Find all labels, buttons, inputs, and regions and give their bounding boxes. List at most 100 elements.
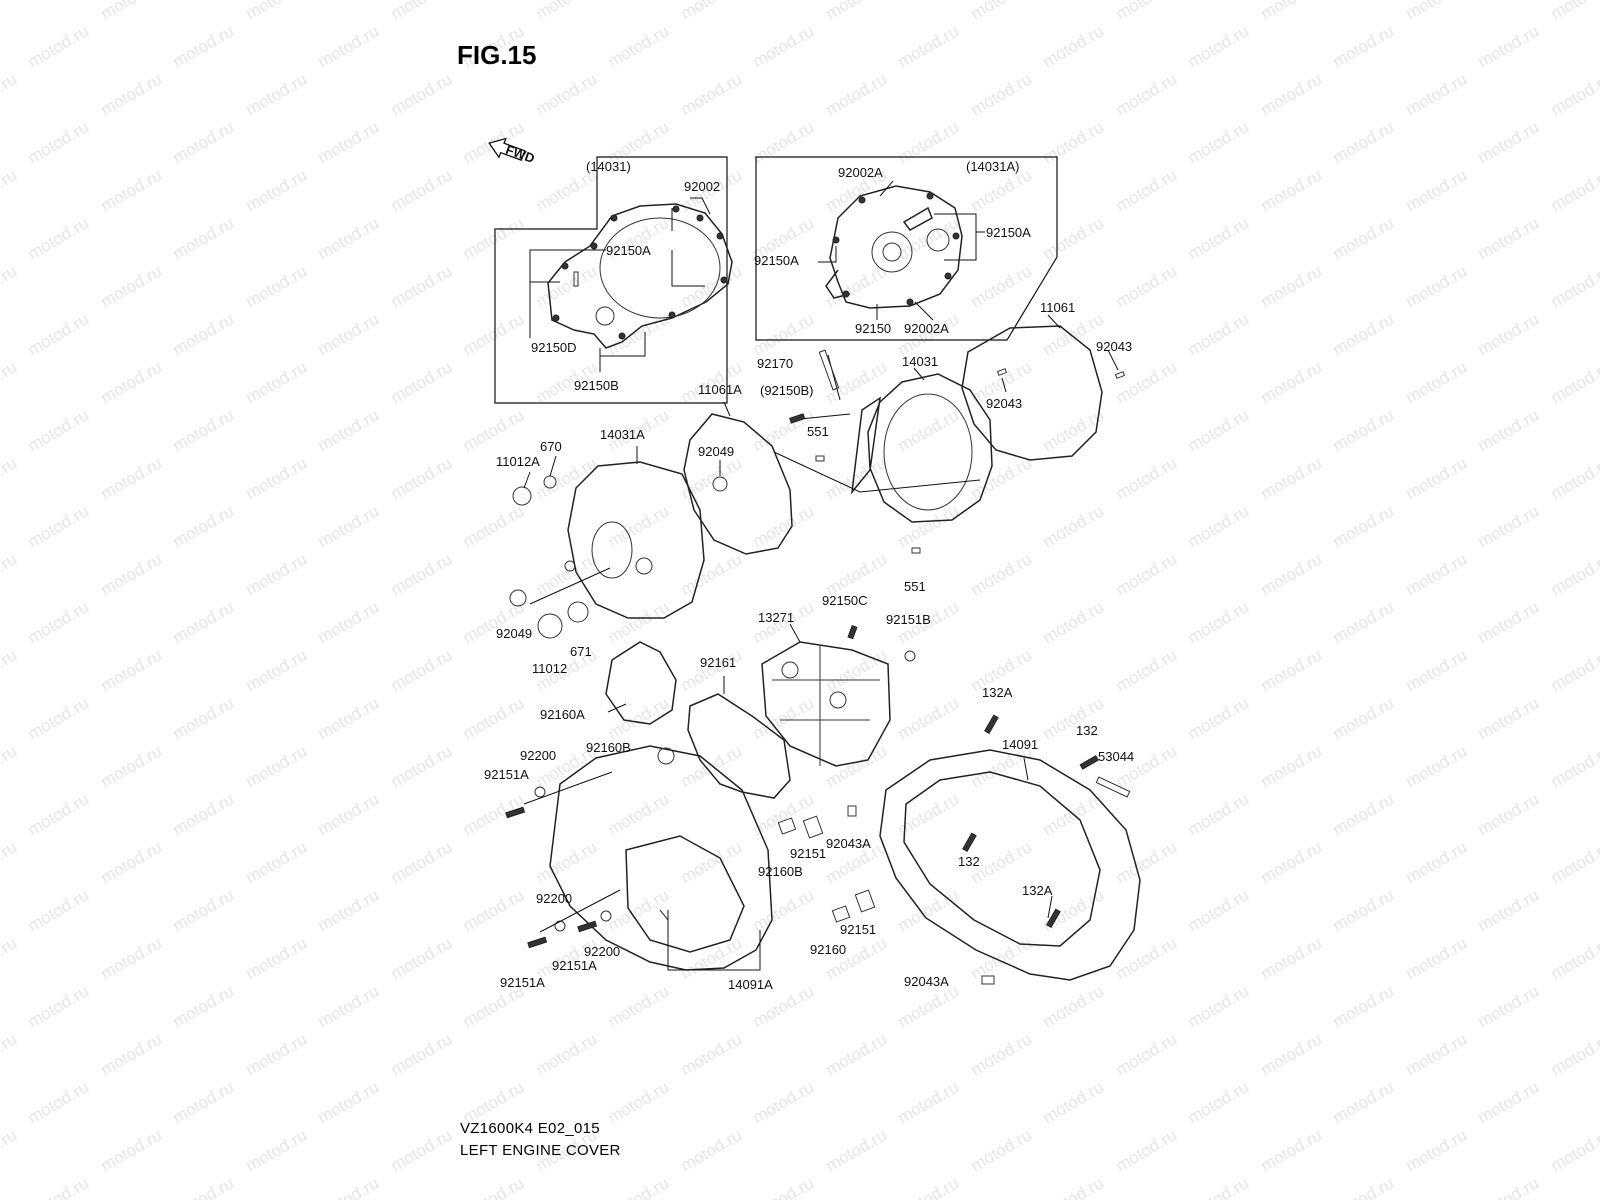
watermark-text: motod.ru	[1403, 837, 1471, 887]
watermark-text: motod.ru	[895, 405, 963, 455]
watermark-text: motod.ru	[1330, 1173, 1398, 1200]
watermark-text: motod.ru	[605, 981, 673, 1031]
watermark-text: motod.ru	[388, 69, 456, 119]
callout-label: 92049	[496, 626, 532, 641]
callout-label: 13271	[758, 610, 794, 625]
watermark-text: motod.ru	[1185, 117, 1253, 167]
watermark-text: motod.ru	[388, 357, 456, 407]
watermark-text: motod.ru	[1113, 357, 1181, 407]
watermark-text: motod.ru	[460, 213, 528, 263]
watermark-text: motod.ru	[25, 501, 93, 551]
callout-label: 92049	[698, 444, 734, 459]
watermark-text: motod.ru	[315, 693, 383, 743]
watermark-text: motod.ru	[895, 1077, 963, 1127]
watermark-text: motod.ru	[98, 0, 166, 23]
watermark-text: motod.ru	[1475, 213, 1543, 263]
watermark-text: motod.ru	[823, 933, 891, 983]
watermark-text: motod.ru	[1185, 501, 1253, 551]
watermark-text: motod.ru	[678, 1029, 746, 1079]
watermark-text: motod.ru	[823, 69, 891, 119]
watermark-text: motod.ru	[968, 69, 1036, 119]
watermark-text: motod.ru	[98, 69, 166, 119]
watermark-text: motod.ru	[315, 981, 383, 1031]
cover-13271-drawing	[761, 623, 916, 767]
watermark-text: motod.ru	[1185, 597, 1253, 647]
watermark-text: motod.ru	[1475, 597, 1543, 647]
watermark-text: motod.ru	[315, 501, 383, 551]
watermark-text: motod.ru	[1185, 1077, 1253, 1127]
watermark-text: motod.ru	[678, 453, 746, 503]
watermark-text: motod.ru	[315, 405, 383, 455]
watermark-text: motod.ru	[98, 549, 166, 599]
watermark-text: motod.ru	[98, 933, 166, 983]
watermark-text: motod.ru	[98, 741, 166, 791]
watermark-text: motod.ru	[968, 1029, 1036, 1079]
fwd-label: FWD	[504, 142, 537, 166]
callout-label: 92043A	[826, 836, 871, 851]
watermark-text: motod.ru	[170, 597, 238, 647]
watermark-text: motod.ru	[388, 933, 456, 983]
callout-label: 92151A	[484, 767, 529, 782]
callout-label: 14091A	[728, 977, 773, 992]
watermark-text: motod.ru	[170, 1077, 238, 1127]
watermark-text: motod.ru	[605, 1173, 673, 1200]
watermark-text: motod.ru	[1403, 261, 1471, 311]
watermark-text: motod.ru	[0, 1125, 20, 1175]
watermark-text: motod.ru	[968, 453, 1036, 503]
watermark-text: motod.ru	[678, 0, 746, 23]
watermark-text: motod.ru	[1403, 69, 1471, 119]
callout-label: 551	[904, 579, 926, 594]
watermark-text: motod.ru	[388, 645, 456, 695]
watermark-text: motod.ru	[1548, 165, 1600, 215]
watermark-text: motod.ru	[170, 693, 238, 743]
plate-92160a-drawing	[605, 641, 677, 725]
watermark-text: motod.ru	[1040, 117, 1108, 167]
callout-label: 11012	[532, 661, 567, 676]
figure-title: FIG.15	[457, 40, 537, 70]
callout-label: 670	[540, 439, 562, 454]
watermark-text: motod.ru	[388, 741, 456, 791]
callout-label: 92150D	[531, 340, 577, 355]
watermark-text: motod.ru	[388, 837, 456, 887]
watermark-text: motod.ru	[170, 981, 238, 1031]
watermark-text: motod.ru	[968, 0, 1036, 23]
watermark-text: motod.ru	[170, 309, 238, 359]
watermark-text: motod.ru	[243, 933, 311, 983]
watermark-text: motod.ru	[388, 549, 456, 599]
watermark-text: motod.ru	[1330, 213, 1398, 263]
callout-label: 132	[1076, 723, 1098, 738]
watermark-text: motod.ru	[1475, 1173, 1543, 1200]
watermark-text: motod.ru	[678, 1125, 746, 1175]
watermark-text: motod.ru	[170, 501, 238, 551]
callout-label: 92200	[584, 944, 620, 959]
watermark-text: motod.ru	[1258, 453, 1326, 503]
watermark-text: motod.ru	[750, 117, 818, 167]
watermark-text: motod.ru	[98, 453, 166, 503]
watermark-text: motod.ru	[1185, 885, 1253, 935]
watermark-text: motod.ru	[605, 597, 673, 647]
watermark-text: motod.ru	[243, 837, 311, 887]
watermark-text: motod.ru	[0, 165, 20, 215]
watermark-text: motod.ru	[0, 357, 20, 407]
watermark-text: motod.ru	[170, 21, 238, 71]
callout-label: 92043	[986, 396, 1022, 411]
watermark-text: motod.ru	[25, 21, 93, 71]
callout-label: 92200	[536, 891, 572, 906]
watermark-text: motod.ru	[678, 549, 746, 599]
watermark-text: motod.ru	[1258, 645, 1326, 695]
watermark-text: motod.ru	[678, 837, 746, 887]
watermark-text: motod.ru	[243, 741, 311, 791]
watermark-text: motod.ru	[1330, 309, 1398, 359]
watermark-text: motod.ru	[315, 309, 383, 359]
callout-label: 92043	[1096, 339, 1132, 354]
callout-label: 551	[807, 424, 829, 439]
watermark-text: motod.ru	[1548, 261, 1600, 311]
watermark-text: motod.ru	[1258, 69, 1326, 119]
callout-label: 92151	[840, 922, 876, 937]
callout-label: 92160A	[540, 707, 585, 722]
watermark-text: motod.ru	[895, 501, 963, 551]
watermark-text: motod.ru	[460, 1173, 528, 1200]
callout-label: 11012A	[496, 454, 540, 469]
watermark-text: motod.ru	[315, 117, 383, 167]
